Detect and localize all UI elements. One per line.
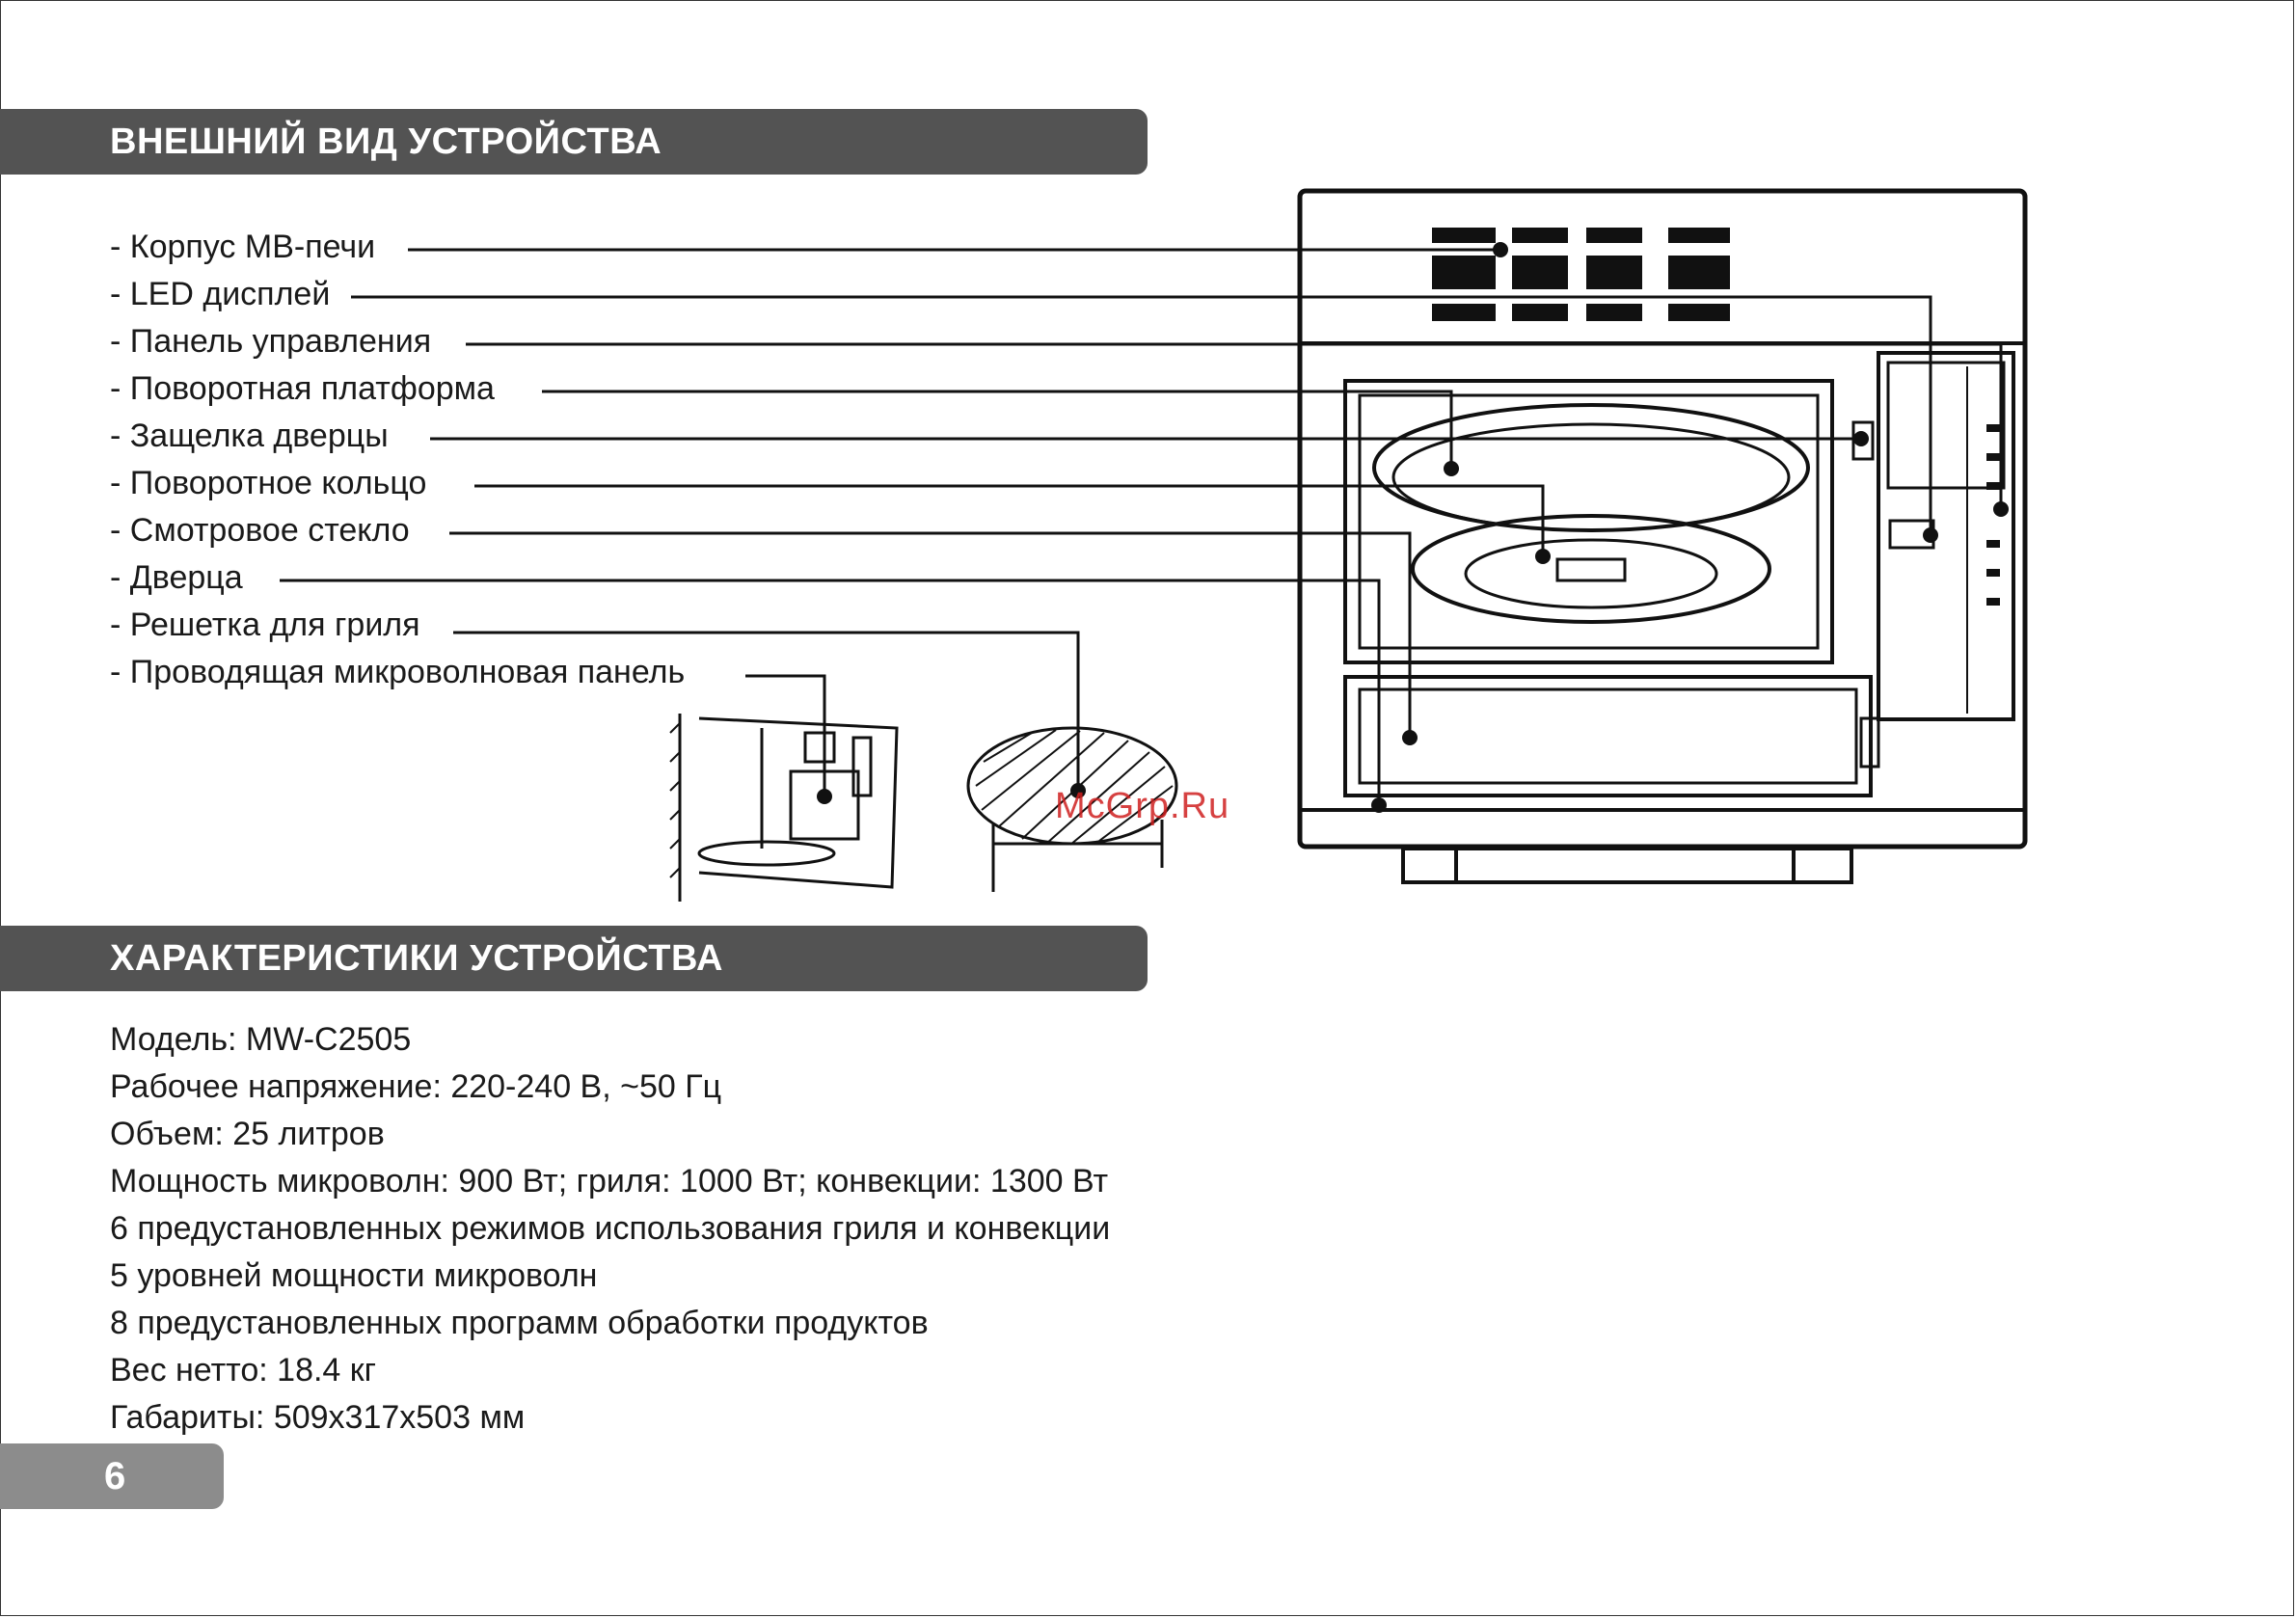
leader-dots <box>817 242 2009 813</box>
spec-volume: Объем: 25 литров <box>110 1116 385 1152</box>
part-label-viewing-glass: - Смотровое стекло <box>110 512 410 549</box>
microwave-drawing <box>1297 188 2028 884</box>
led-display-icon <box>1432 228 1730 321</box>
section-header-appearance: ВНЕШНИЙ ВИД УСТРОЙСТВА <box>0 109 1148 175</box>
part-label-body: - Корпус МВ-печи <box>110 229 376 265</box>
part-label-turntable: - Поворотная платформа <box>110 370 495 407</box>
spec-weight: Вес нетто: 18.4 кг <box>110 1352 377 1389</box>
watermark-text: McGrp.Ru <box>1055 786 1230 826</box>
page-number: 6 <box>0 1443 224 1509</box>
part-label-door: - Дверца <box>110 559 243 596</box>
spec-grill-modes: 6 предустановленных режимов использовани… <box>110 1210 1111 1247</box>
part-label-control-panel: - Панель управления <box>110 323 432 360</box>
specs-list: Модель: MW-C2505 Рабочее напряжение: 220… <box>110 1016 1110 1442</box>
part-label-roller-ring: - Поворотное кольцо <box>110 465 427 501</box>
waveguide-cover-drawing <box>669 714 899 902</box>
spec-model: Модель: MW-C2505 <box>110 1021 412 1058</box>
part-label-grill-rack: - Решетка для гриля <box>110 607 420 643</box>
spec-programs: 8 предустановленных программ обработки п… <box>110 1305 929 1341</box>
section-header-specs: ХАРАКТЕРИСТИКИ УСТРОЙСТВА <box>0 926 1148 991</box>
part-label-waveguide-cover: - Проводящая микроволновая панель <box>110 654 686 690</box>
part-label-door-latch: - Защелка дверцы <box>110 418 389 454</box>
parts-list: - Корпус МВ-печи - LED дисплей - Панель … <box>110 224 685 696</box>
spec-power: Мощность микроволн: 900 Вт; гриля: 1000 … <box>110 1163 1109 1200</box>
spec-voltage: Рабочее напряжение: 220-240 В, ~50 Гц <box>110 1068 722 1105</box>
spec-dimensions: Габариты: 509x317x503 мм <box>110 1399 526 1436</box>
spec-power-levels: 5 уровней мощности микроволн <box>110 1257 598 1294</box>
part-label-led-display: - LED дисплей <box>110 276 331 312</box>
